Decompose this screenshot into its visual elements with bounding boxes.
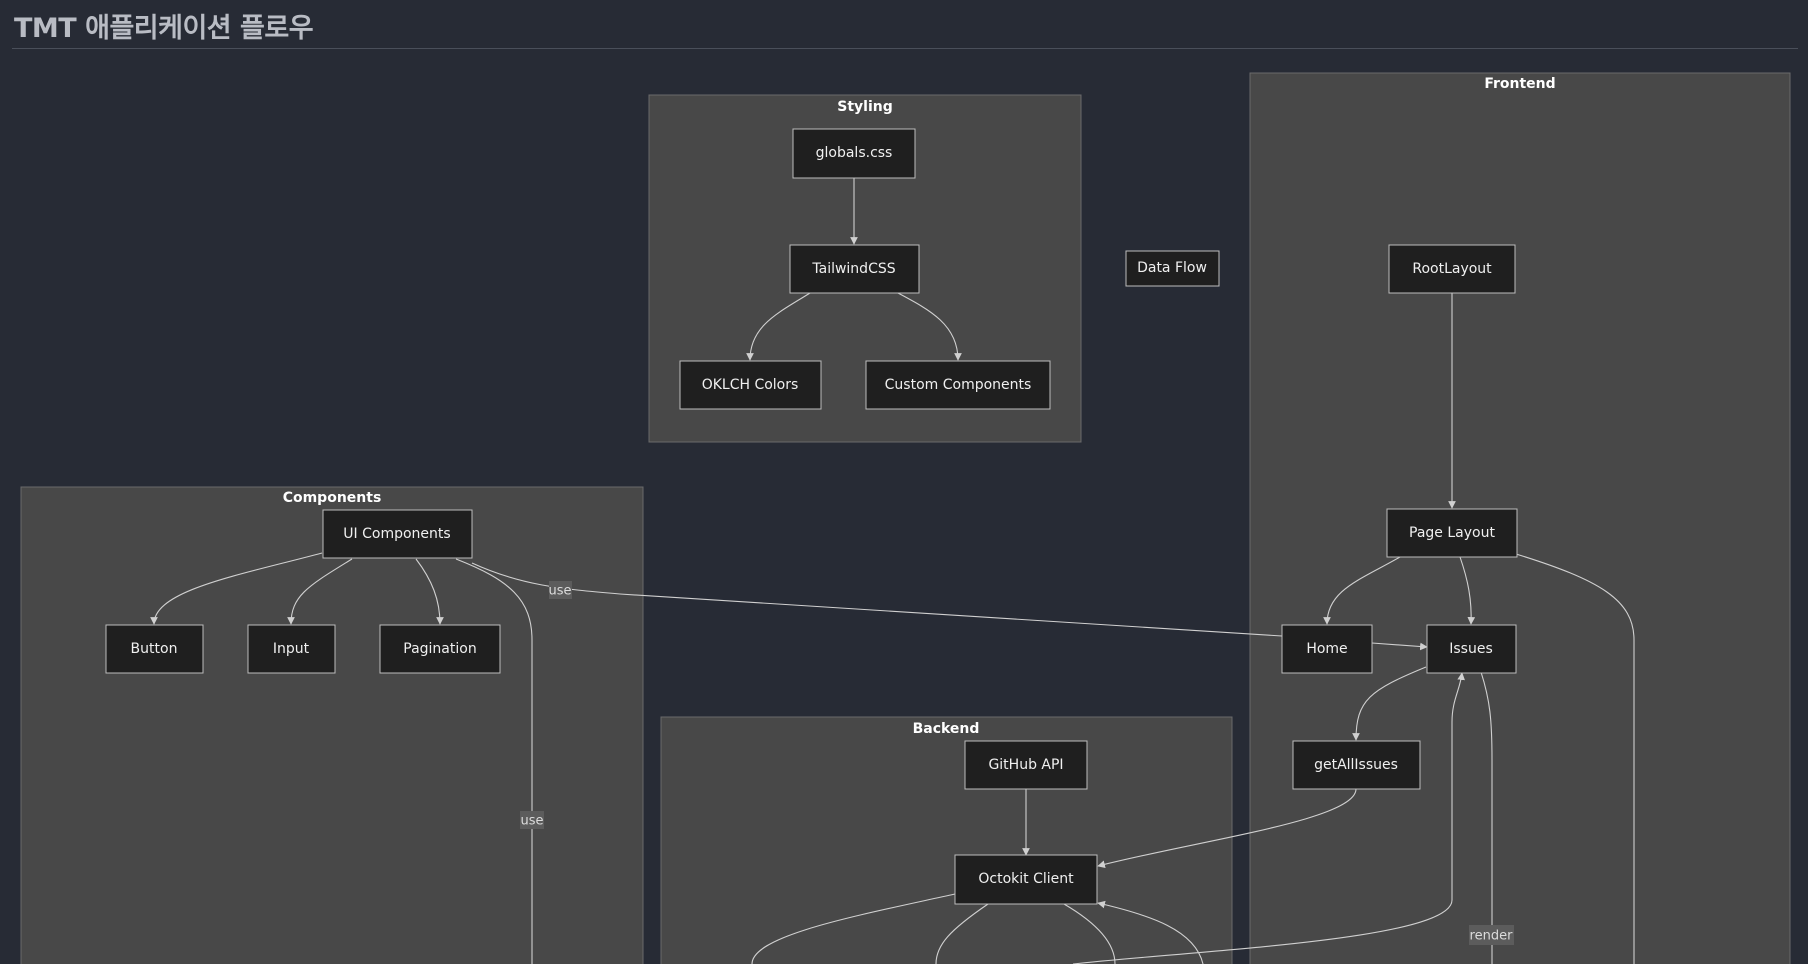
svg-text:RootLayout: RootLayout: [1412, 261, 1492, 277]
node-page-layout[interactable]: Page Layout: [1386, 508, 1518, 558]
edge-tailwind-to-oklch: [746, 292, 811, 361]
edge-issues-to-getallissues: [1352, 666, 1427, 741]
node-data-flow[interactable]: Data Flow: [1125, 250, 1220, 287]
edge-home-to-issues: [1371, 642, 1428, 651]
edge-label-use-1: use: [548, 581, 572, 599]
title-divider: [12, 48, 1798, 49]
edge-ui-to-pagination: [415, 558, 444, 625]
edge-pagelayout-to-home: [1323, 556, 1401, 625]
edge-pagelayout-down: [1515, 553, 1635, 964]
edge-label-render: render: [1469, 925, 1514, 945]
svg-text:TailwindCSS: TailwindCSS: [811, 261, 895, 277]
node-get-all-issues[interactable]: getAllIssues: [1292, 740, 1421, 790]
edge-tailwind-to-custom: [897, 292, 962, 361]
edge-issues-render: [1480, 671, 1493, 964]
svg-text:Input: Input: [273, 641, 310, 657]
node-root-layout[interactable]: RootLayout: [1388, 244, 1516, 294]
svg-text:globals.css: globals.css: [816, 145, 893, 161]
edge-to-octokit-back: [1097, 900, 1204, 964]
svg-text:Octokit Client: Octokit Client: [978, 871, 1074, 887]
edge-octokit-out-left: [751, 893, 956, 964]
cluster-styling-label: Styling: [837, 99, 893, 115]
svg-text:Custom Components: Custom Components: [885, 377, 1032, 393]
edge-ui-to-input: [287, 558, 353, 625]
node-octokit-client[interactable]: Octokit Client: [954, 854, 1098, 905]
edge-ui-to-button: [150, 552, 323, 625]
edge-octokit-out-right: [1063, 903, 1116, 964]
svg-text:Data Flow: Data Flow: [1137, 260, 1207, 276]
edges: [150, 178, 1635, 964]
cluster-components: Components: [20, 486, 644, 964]
svg-text:Home: Home: [1306, 641, 1347, 657]
cluster-components-label: Components: [283, 490, 382, 506]
svg-text:Button: Button: [131, 641, 178, 657]
svg-text:render: render: [1470, 929, 1514, 944]
edge-pagelayout-to-issues: [1459, 556, 1476, 625]
node-globals-css[interactable]: globals.css: [792, 128, 916, 179]
node-github-api[interactable]: GitHub API: [964, 740, 1088, 790]
node-tailwindcss[interactable]: TailwindCSS: [789, 244, 920, 294]
node-issues[interactable]: Issues: [1426, 624, 1517, 674]
node-input[interactable]: Input: [247, 624, 336, 674]
edge-octokit-out-mid: [935, 903, 989, 964]
node-button[interactable]: Button: [105, 624, 204, 674]
cluster-backend: Backend: [660, 716, 1233, 964]
node-custom-components[interactable]: Custom Components: [865, 360, 1051, 410]
svg-text:Page Layout: Page Layout: [1409, 525, 1495, 541]
node-pagination[interactable]: Pagination: [379, 624, 501, 674]
svg-text:getAllIssues: getAllIssues: [1314, 757, 1398, 773]
svg-text:OKLCH Colors: OKLCH Colors: [702, 377, 799, 393]
edge-to-issues-up: [1072, 672, 1466, 964]
node-ui-components[interactable]: UI Components: [322, 509, 473, 559]
svg-text:GitHub API: GitHub API: [988, 757, 1063, 773]
cluster-frontend-label: Frontend: [1484, 76, 1555, 92]
cluster-backend-label: Backend: [913, 721, 980, 737]
svg-text:use: use: [520, 814, 543, 829]
edge-ui-use-down: [455, 558, 533, 964]
svg-text:use: use: [548, 584, 571, 599]
node-home[interactable]: Home: [1281, 624, 1373, 674]
node-oklch-colors[interactable]: OKLCH Colors: [679, 360, 822, 410]
edge-ui-to-home-use: [471, 562, 1283, 637]
edge-getallissues-to-octokit: [1097, 788, 1357, 869]
svg-text:Pagination: Pagination: [403, 641, 476, 657]
svg-text:Issues: Issues: [1449, 641, 1493, 657]
page-title: TMT 애플리케이션 플로우: [14, 13, 314, 44]
edge-label-use-2: use: [520, 811, 544, 829]
svg-text:UI Components: UI Components: [343, 526, 450, 542]
cluster-frontend: Frontend: [1249, 72, 1791, 964]
